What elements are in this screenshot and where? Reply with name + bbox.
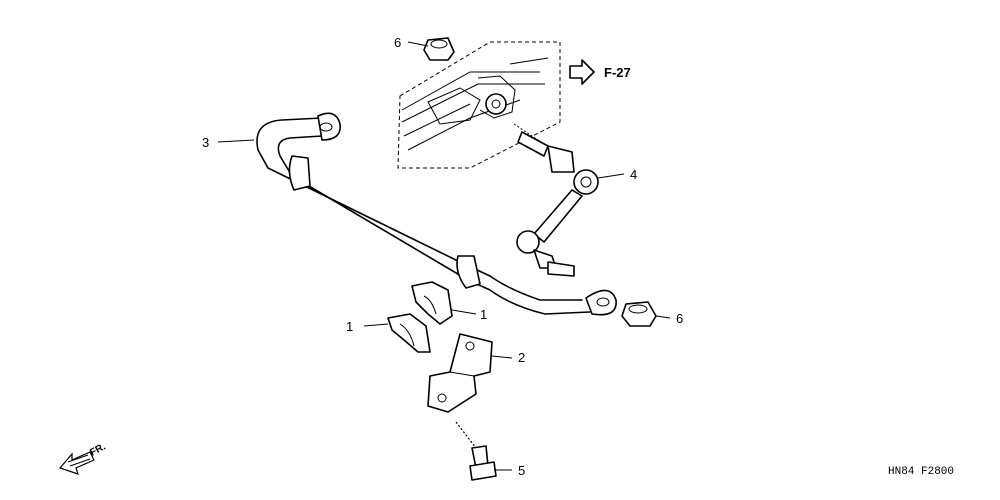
reference-arrow-icon: [569, 59, 595, 85]
callout-1-upper: 1: [480, 307, 487, 322]
flange-bolt: [455, 421, 497, 481]
callout-3: 3: [202, 135, 209, 150]
callout-5: 5: [518, 463, 525, 478]
reference-label: F-27: [604, 65, 631, 80]
callout-2: 2: [518, 350, 525, 365]
stabilizer-link: [513, 123, 599, 277]
callout-1-lower: 1: [346, 319, 353, 334]
callout-6-upper: 6: [394, 35, 401, 50]
stabilizer-bar: [256, 112, 617, 316]
callout-6-lower: 6: [676, 311, 683, 326]
body-mount-inset: [397, 41, 561, 169]
diagram-code: HN84 F2800: [888, 466, 954, 478]
bushing-upper: [411, 281, 453, 325]
callout-4: 4: [630, 167, 637, 182]
front-direction-label: FR.: [88, 441, 108, 458]
front-direction-arrow-icon: [58, 451, 95, 475]
bushing-lower: [387, 313, 431, 353]
flange-nut-upper: [423, 37, 455, 61]
leader-lines: [217, 41, 671, 471]
bushing-holder: [427, 333, 493, 413]
flange-nut-lower: [621, 301, 657, 327]
